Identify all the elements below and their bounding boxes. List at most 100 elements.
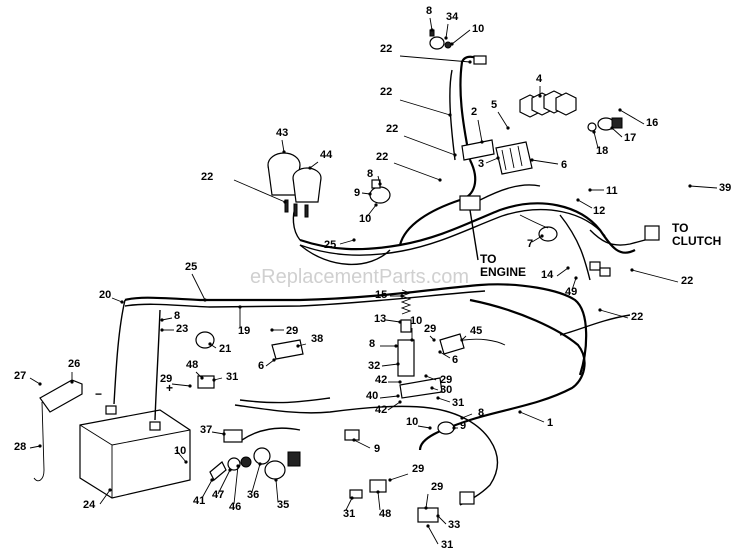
- leader-line-8: [461, 413, 473, 419]
- leader-dot-46: [236, 464, 240, 468]
- leader-dot-9: [352, 438, 356, 442]
- callout-6: 6: [452, 354, 458, 366]
- leader-line-33: [437, 515, 447, 525]
- leader-dot-45: [460, 338, 464, 342]
- leader-dot-19: [238, 305, 242, 309]
- leader-dot-10: [450, 42, 454, 46]
- leader-dot-29: [270, 328, 274, 332]
- leader-line-18: [593, 131, 599, 149]
- leader-line-22: [393, 162, 441, 181]
- callout-8: 8: [426, 5, 432, 17]
- leader-line-31: [437, 397, 451, 403]
- battery: [79, 405, 191, 499]
- callout-38: 38: [311, 333, 323, 345]
- leader-dot-48: [376, 490, 380, 494]
- callout-3: 3: [478, 158, 484, 170]
- callout-29: 29: [412, 463, 424, 475]
- leader-line-42: [387, 401, 401, 411]
- leader-dot-16: [618, 108, 622, 112]
- leader-line-44: [309, 161, 319, 169]
- callout-8: 8: [174, 310, 180, 322]
- leader-line-2: [477, 119, 483, 143]
- leader-line-22: [399, 55, 471, 63]
- leader-line-29: [171, 383, 191, 387]
- leader-line-29: [425, 375, 437, 381]
- leader-dot-22: [438, 178, 442, 182]
- callout-40: 40: [366, 390, 378, 402]
- leader-dot-4: [538, 94, 542, 98]
- leader-dot-1: [518, 410, 522, 414]
- leader-dot-25: [352, 238, 356, 242]
- fuse-block: [495, 141, 533, 175]
- leader-dot-24: [108, 488, 112, 492]
- callout-29: 29: [440, 374, 452, 386]
- callout-29: 29: [424, 323, 436, 335]
- clutch-connector: [644, 225, 660, 241]
- connector-38: [271, 339, 304, 360]
- leader-line-43: [281, 139, 285, 153]
- leader-line-49: [571, 277, 577, 291]
- leader-line-20: [111, 297, 123, 303]
- leader-dot-34: [444, 36, 448, 40]
- callout-8: 8: [369, 338, 375, 350]
- leader-line-14: [556, 267, 569, 277]
- leader-dot-3: [496, 156, 500, 160]
- callout-34: 34: [446, 11, 459, 23]
- leader-dot-10: [184, 460, 188, 464]
- callout-49: 49: [565, 286, 577, 298]
- leader-dot-32: [396, 362, 400, 366]
- leader-dot-22: [630, 268, 634, 272]
- leader-dot-18: [592, 130, 596, 134]
- battery-bracket: [33, 379, 83, 482]
- leader-dot-22: [468, 60, 472, 64]
- key-switch: [587, 117, 623, 132]
- leader-dot-21: [208, 342, 212, 346]
- leader-line-22: [599, 309, 629, 319]
- leader-dot-8: [394, 344, 398, 348]
- callout-47: 47: [212, 489, 224, 501]
- callout-22: 22: [380, 43, 392, 55]
- leader-dot-22: [453, 153, 457, 157]
- leader-line-25: [191, 273, 206, 301]
- leader-dot-9: [368, 192, 372, 196]
- leader-dot-5: [506, 126, 510, 130]
- leader-dot-35: [274, 478, 278, 482]
- leader-line-34: [445, 23, 449, 39]
- leader-line-28: [29, 445, 41, 449]
- leader-dot-44: [308, 166, 312, 170]
- leader-line-9: [353, 439, 371, 449]
- leader-line-6: [439, 351, 451, 359]
- callout-36: 36: [247, 489, 259, 501]
- leader-line-29: [389, 473, 409, 481]
- callout-27: 27: [14, 370, 26, 382]
- leader-dot-29: [432, 338, 436, 342]
- callout-6: 6: [561, 159, 567, 171]
- callout-31: 31: [452, 397, 464, 409]
- leader-dot-31: [350, 496, 354, 500]
- callout-21: 21: [219, 343, 231, 355]
- callout-30: 30: [440, 384, 452, 396]
- callout-8: 8: [367, 168, 373, 180]
- leader-dot-31: [426, 524, 430, 528]
- gauges: [267, 152, 322, 218]
- leader-dot-23: [160, 328, 164, 332]
- leader-dot-29: [188, 384, 192, 388]
- leader-dot-10: [374, 203, 378, 207]
- callout-20: 20: [99, 289, 111, 301]
- leader-line-39: [689, 185, 718, 189]
- leader-line-31: [345, 497, 353, 511]
- callout-29: 29: [286, 325, 298, 337]
- leader-line-22: [399, 99, 451, 116]
- callout-22: 22: [376, 151, 388, 163]
- callout-9: 9: [354, 187, 360, 199]
- bracket-30: [399, 377, 443, 399]
- callout-14: 14: [541, 269, 554, 281]
- leader-dot-2: [480, 140, 484, 144]
- leader-line-36: [251, 463, 261, 493]
- leader-line-47: [217, 469, 231, 495]
- leader-line-12: [577, 199, 593, 209]
- leader-dot-40: [396, 394, 400, 398]
- leader-dot-28: [38, 444, 42, 448]
